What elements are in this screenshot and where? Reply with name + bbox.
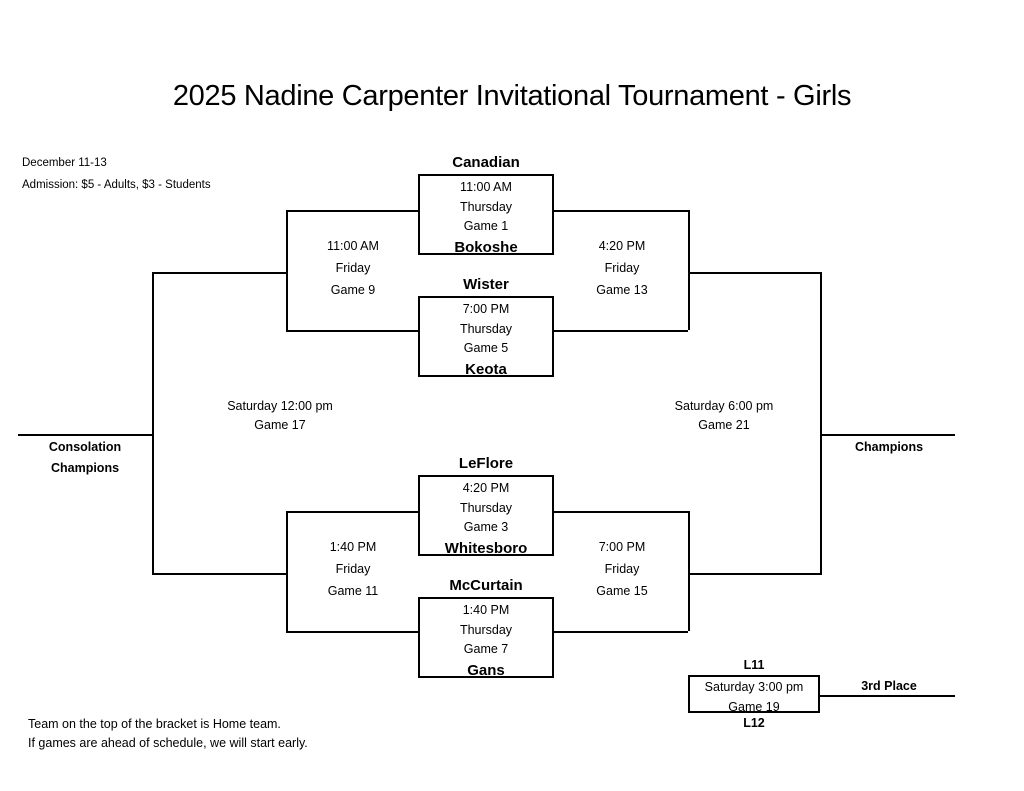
- third-place-slot-bottom: L12: [743, 716, 765, 730]
- game-13-day: Friday: [604, 261, 640, 275]
- game-3-number: Game 3: [463, 520, 509, 534]
- game-21-info: Saturday 6:00 pm Game 21: [632, 397, 816, 435]
- game-15-number: Game 15: [596, 584, 648, 598]
- game-11-day: Friday: [335, 562, 371, 576]
- consolation-champions-line1: Consolation: [48, 440, 122, 454]
- game-11-info: 1:40 PM Friday Game 11: [288, 536, 418, 602]
- game-9-time: 11:00 AM: [327, 239, 379, 253]
- game-13-number: Game 13: [596, 283, 648, 297]
- game-17-info: Saturday 12:00 pm Game 17: [160, 397, 400, 435]
- team-label-gans: Gans: [467, 661, 505, 679]
- game-11-spine: [286, 511, 288, 631]
- game-1-time: 11:00 AM: [460, 180, 512, 194]
- game-9-top-connector: [286, 210, 418, 212]
- page-title: 2025 Nadine Carpenter Invitational Tourn…: [172, 80, 852, 112]
- champions-line: [820, 434, 955, 436]
- game-9-day: Friday: [335, 261, 371, 275]
- consolation-champions-line: [18, 434, 152, 436]
- game-1-number: Game 1: [463, 219, 509, 233]
- game-15-time: 7:00 PM: [598, 540, 646, 554]
- team-label-keota: Keota: [465, 360, 507, 378]
- game-7-time: 1:40 PM: [462, 603, 510, 617]
- game-19-when: Saturday 3:00 pm: [704, 680, 804, 694]
- game-7-day: Thursday: [459, 622, 513, 637]
- team-label-canadian: Canadian: [452, 154, 520, 171]
- game-box-game-19: Saturday 3:00 pm Game 19: [688, 675, 820, 714]
- game-9-number: Game 9: [330, 283, 376, 297]
- game-3-time: 4:20 PM: [462, 481, 510, 495]
- game-9-info: 11:00 AM Friday Game 9: [288, 235, 418, 301]
- game-21-number: Game 21: [698, 418, 750, 432]
- game-17-number: Game 17: [254, 418, 306, 432]
- game-7-number: Game 7: [463, 642, 509, 656]
- game-13-info: 4:20 PM Friday Game 13: [556, 235, 688, 301]
- game-15-spine: [688, 511, 690, 631]
- champions-outcome: Champions: [854, 440, 924, 454]
- third-place-output-connector: [820, 695, 955, 697]
- game-3-day: Thursday: [459, 500, 513, 515]
- team-label-whitesboro: Whitesboro: [444, 539, 528, 557]
- game-21-spine: [820, 272, 822, 573]
- game-11-top-connector: [286, 511, 418, 513]
- game-15-bottom-connector: [554, 631, 688, 633]
- footer-note-schedule: If games are ahead of schedule, we will …: [28, 736, 308, 750]
- game-9-output-connector: [152, 272, 286, 274]
- game-15-info: 7:00 PM Friday Game 15: [556, 536, 688, 602]
- game-11-bottom-connector: [286, 631, 418, 633]
- game-17-when: Saturday 12:00 pm: [227, 399, 333, 413]
- game-5-day: Thursday: [459, 321, 513, 336]
- game-13-bottom-connector: [554, 330, 688, 332]
- game-1-day: Thursday: [459, 199, 513, 214]
- game-9-spine: [286, 210, 288, 330]
- game-5-time: 7:00 PM: [462, 302, 510, 316]
- tournament-dates: December 11-13: [22, 157, 107, 169]
- game-15-day: Friday: [604, 562, 640, 576]
- game-13-top-connector: [554, 210, 688, 212]
- game-15-output-connector: [688, 573, 822, 575]
- game-13-spine: [688, 210, 690, 330]
- game-9-bottom-connector: [286, 330, 418, 332]
- game-box-game-7: 1:40 PM Thursday Game 7 Gans: [418, 597, 554, 679]
- game-19-number: Game 19: [728, 699, 780, 714]
- consolation-champions-line2: Champions: [50, 461, 120, 475]
- game-17-spine: [152, 272, 154, 573]
- game-13-output-connector: [688, 272, 822, 274]
- game-box-game-5: 7:00 PM Thursday Game 5 Keota: [418, 296, 554, 378]
- game-15-top-connector: [554, 511, 688, 513]
- third-place-label: 3rd Place: [861, 679, 917, 693]
- game-11-number: Game 11: [327, 584, 379, 598]
- game-box-game-1: 11:00 AM Thursday Game 1 Bokoshe: [418, 174, 554, 256]
- game-21-when: Saturday 6:00 pm: [674, 399, 774, 413]
- champions-label: Champions: [822, 437, 956, 458]
- third-place-slot-top: L11: [743, 658, 765, 672]
- game-13-time: 4:20 PM: [598, 239, 646, 253]
- game-5-number: Game 5: [463, 341, 509, 355]
- admission-info: Admission: $5 - Adults, $3 - Students: [22, 179, 211, 191]
- game-11-time: 1:40 PM: [329, 540, 377, 554]
- game-11-output-connector: [152, 573, 286, 575]
- team-label-leflore: LeFlore: [458, 455, 514, 472]
- team-label-bokoshe: Bokoshe: [454, 238, 518, 256]
- team-label-wister: Wister: [463, 276, 509, 293]
- footer-note-home-team: Team on the top of the bracket is Home t…: [28, 717, 281, 731]
- team-label-mccurtain: McCurtain: [449, 577, 523, 594]
- game-box-game-3: 4:20 PM Thursday Game 3 Whitesboro: [418, 475, 554, 557]
- consolation-champions-label: Consolation Champions: [18, 437, 152, 479]
